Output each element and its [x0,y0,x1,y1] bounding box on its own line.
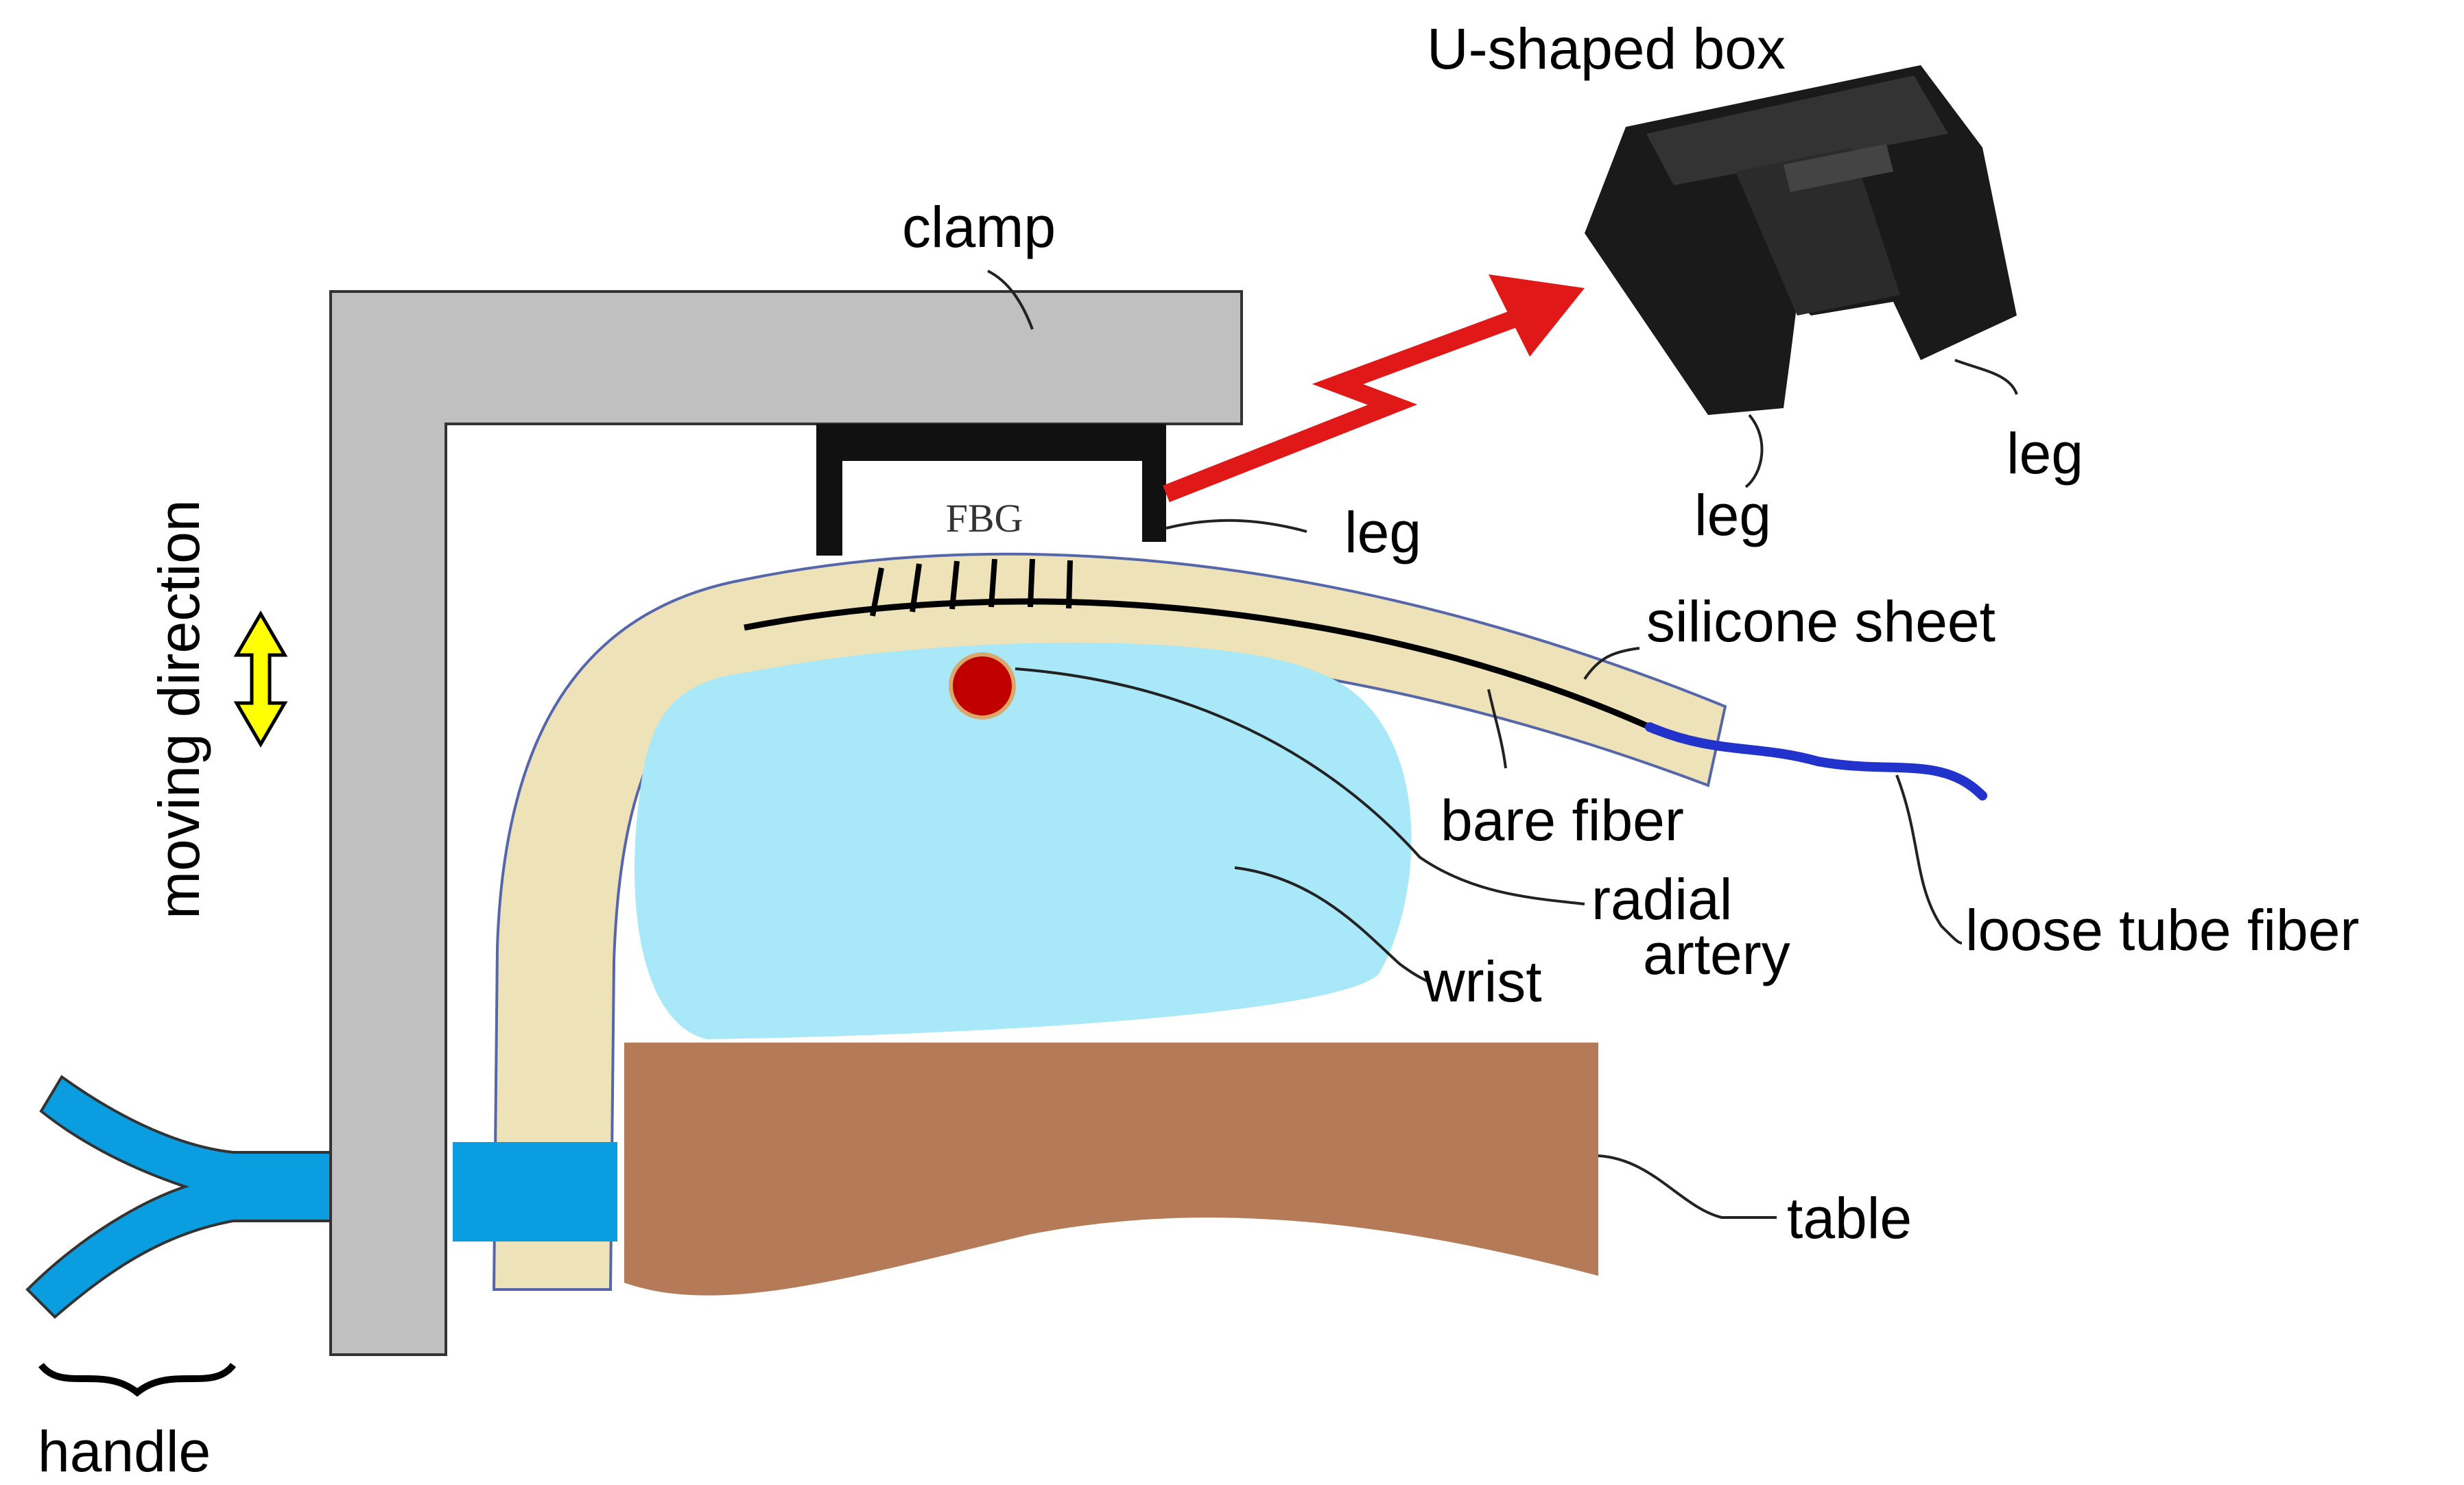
leg-box-left-leader [1744,414,1764,488]
clamp-leader [987,270,1034,330]
radial-label: radial [1591,867,1732,931]
fbg-label: FBG [946,496,1023,540]
handle-label: handle [38,1419,211,1484]
table-label: table [1787,1186,1912,1250]
leg-front-label: leg [1344,500,1421,565]
clamp-label: clamp [902,195,1056,259]
u-shaped-box-photo [1585,65,2017,415]
moving-direction-label: moving direction [147,499,211,919]
radial-artery-leader [1015,667,1585,905]
u-shaped-box-label: U-shaped box [1427,16,1786,81]
clamp [329,290,1243,1356]
zigzag-arrow [1163,307,1526,503]
bare-fiber-label: bare fiber [1441,788,1684,853]
leg-box-right-leader [1954,359,2018,395]
table [624,1043,1598,1296]
loose-tube-fiber-leader [1895,774,1963,945]
leg-box-right-label: leg [2006,421,2083,486]
zigzag-arrowhead [1489,274,1585,357]
radial-artery [949,652,1016,720]
moving-direction-arrow [233,610,288,748]
wrist-leader [1234,866,1428,982]
leg-front-leader [1165,519,1307,533]
bare-fiber-leader [1487,689,1507,769]
artery-label: artery [1643,922,1790,986]
handle [25,1075,332,1319]
handle-mount-block [453,1142,617,1242]
table-leader [1598,1154,1777,1219]
wrist-label: wrist [1423,949,1542,1014]
box-frame [816,424,1166,556]
wrist-shape [635,642,1412,1039]
handle-brace [38,1362,236,1397]
silicone-sheet-leader [1583,647,1640,680]
fbg-grating-marks [870,558,1073,617]
silicone-sheet-label: silicone sheet [1646,589,1995,654]
loose-tube-fiber [1645,722,1987,800]
loose-tube-fiber-label: loose tube fiber [1965,898,2359,962]
leg-box-left-label: leg [1694,483,1771,547]
